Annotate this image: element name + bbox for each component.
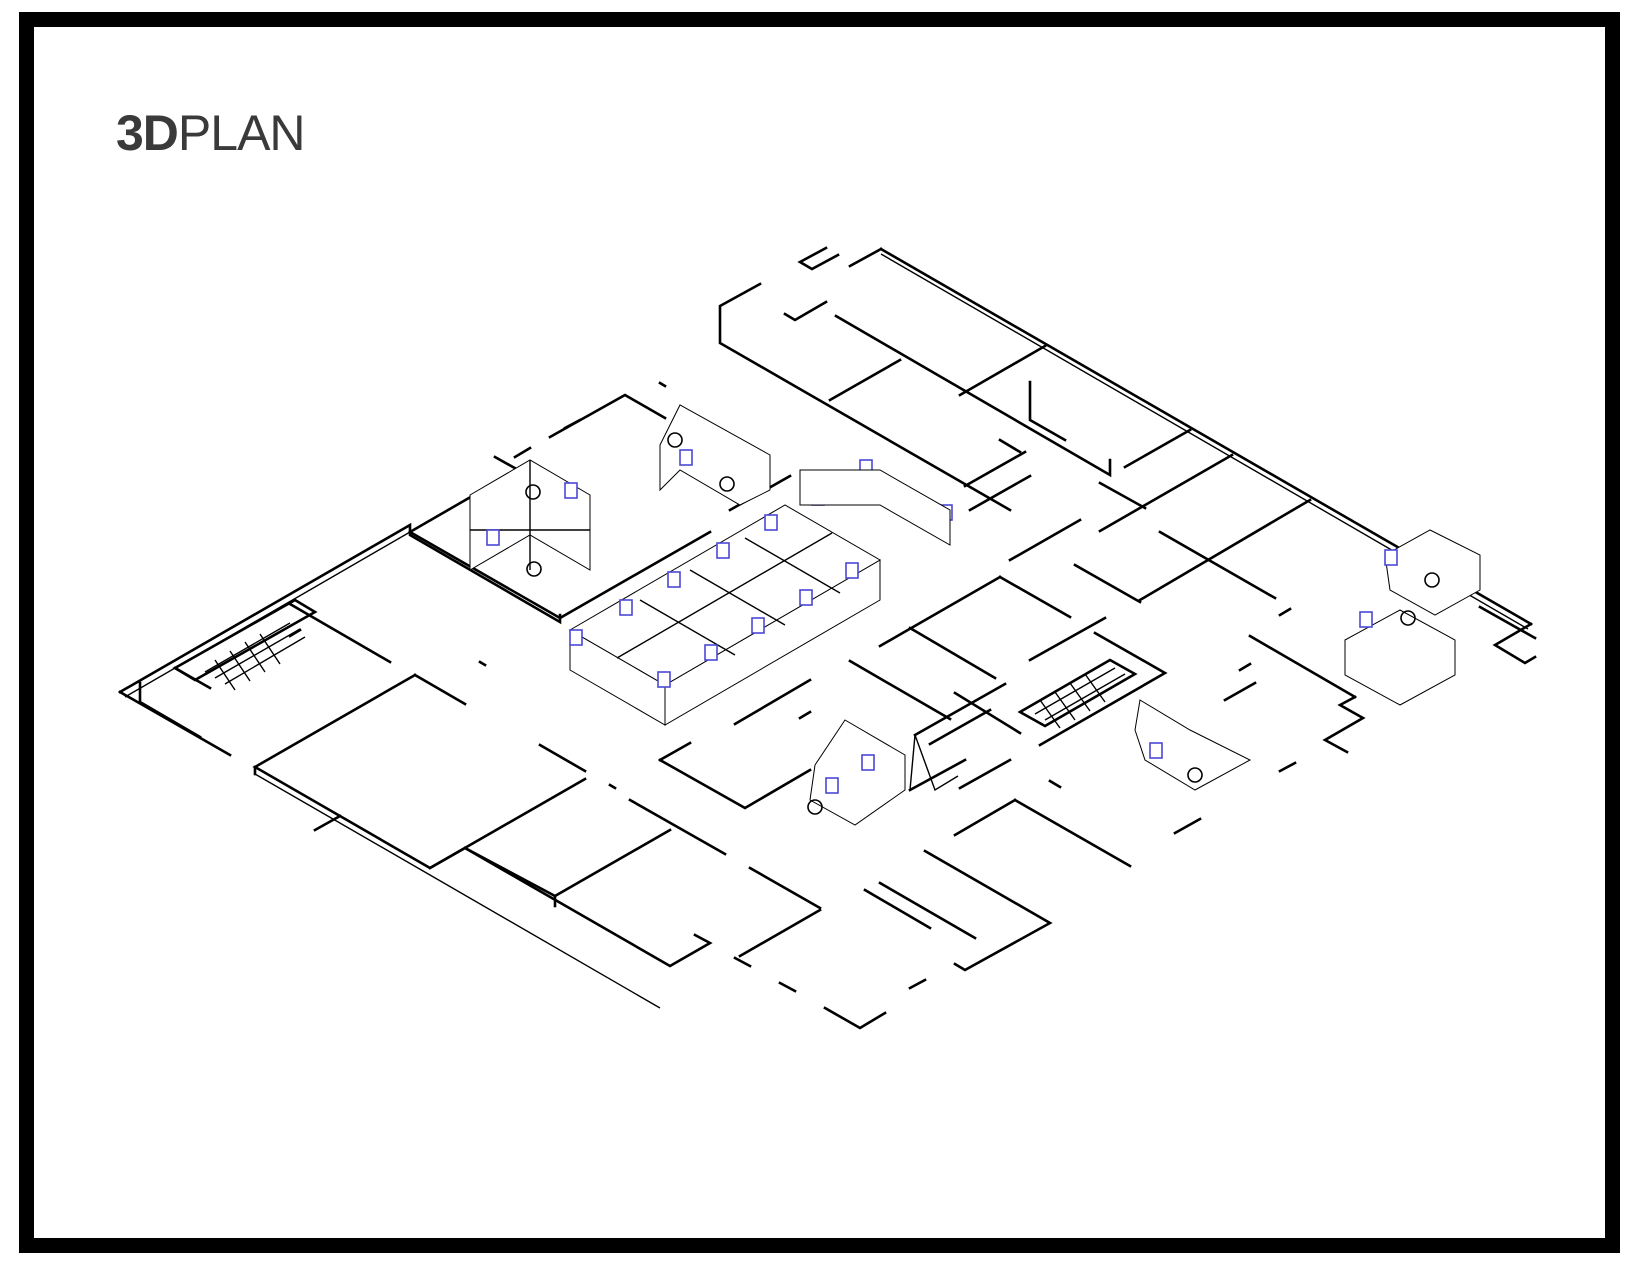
monitor-icon	[679, 449, 693, 466]
workstation-pod-far-east	[1344, 529, 1481, 706]
monitor-icon	[716, 542, 730, 559]
plan-title-bold: 3D	[116, 105, 179, 161]
monitor-icon	[1384, 549, 1398, 566]
plan-title: 3DPLAN	[116, 105, 306, 161]
building-walls	[118, 246, 1537, 1030]
workstation-pod-northeast	[659, 404, 771, 506]
stairwell-west	[172, 598, 318, 691]
chair-icon	[719, 476, 735, 492]
monitor-icon	[486, 529, 500, 546]
monitor-icon	[657, 671, 671, 688]
monitor-icon	[845, 562, 859, 579]
workstation-cluster-central	[569, 459, 953, 726]
monitor-icon	[861, 754, 875, 771]
monitor-icon	[1359, 611, 1373, 628]
monitor-icon	[667, 571, 681, 588]
chair-icon	[526, 561, 542, 577]
monitor-icon	[1149, 742, 1163, 759]
chair-icon	[1400, 610, 1416, 626]
monitor-icon	[764, 514, 778, 531]
chair-icon	[667, 432, 683, 448]
monitor-icon	[619, 599, 633, 616]
workstation-pod-north	[469, 459, 591, 577]
monitor-icon	[564, 482, 578, 499]
chair-icon	[1187, 767, 1203, 783]
chair-icon	[1424, 572, 1440, 588]
chair-icon	[807, 799, 823, 815]
chair-icon	[525, 484, 541, 500]
monitor-icon	[751, 617, 765, 634]
stairwell-center	[1017, 658, 1138, 729]
monitor-icon	[799, 589, 813, 606]
monitor-icon	[825, 777, 839, 794]
monitor-icon	[569, 629, 583, 646]
plan-title-light: PLAN	[177, 105, 306, 161]
monitor-icon	[704, 644, 718, 661]
workstation-pod-south	[807, 719, 906, 826]
workstation-pod-east	[1134, 699, 1252, 791]
